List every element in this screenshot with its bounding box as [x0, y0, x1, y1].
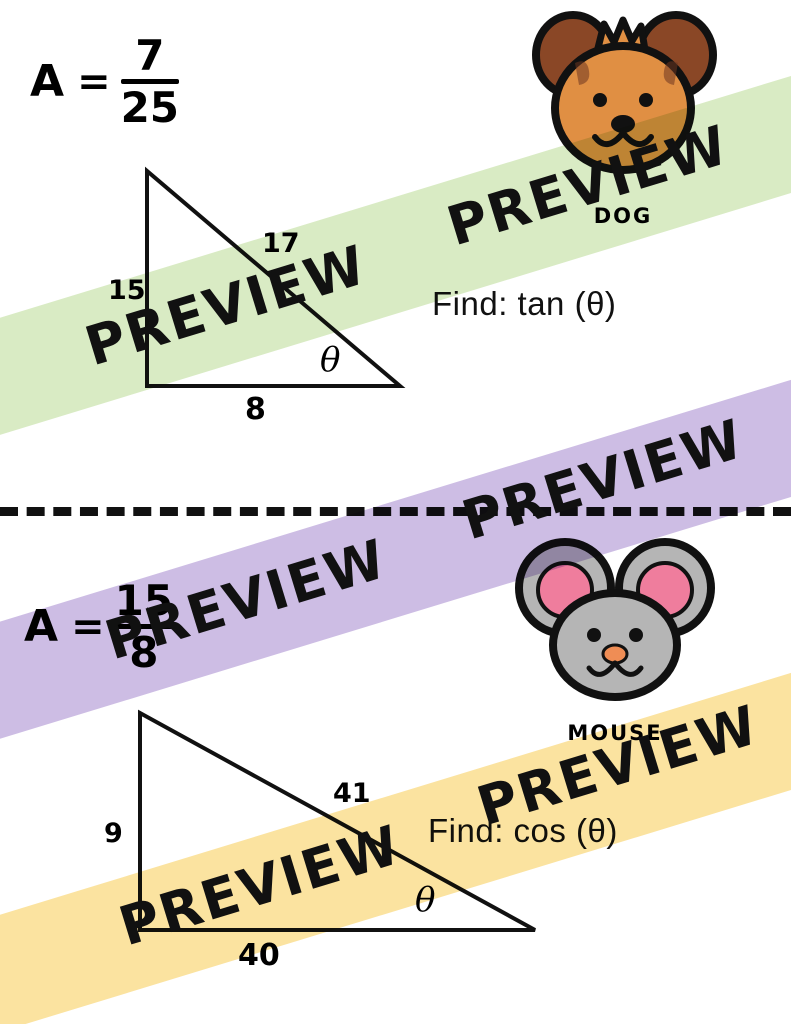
answer-fraction: 7 25 — [120, 31, 180, 132]
triangle-leg-label-dog: 15 — [108, 275, 146, 306]
answer-variable: A — [30, 56, 66, 107]
answer-expression-mouse: A = 15 8 — [24, 576, 174, 677]
animal-label-dog: DOG — [593, 204, 653, 228]
dog-icon — [532, 11, 717, 174]
fraction-numerator: 15 — [114, 576, 174, 625]
prompt-dog: Find: tan (θ) — [432, 285, 616, 323]
triangle-leg-label-mouse: 9 — [104, 818, 123, 849]
answer-expression-dog: A = 7 25 — [30, 31, 180, 132]
triangle-angle-label-dog: θ — [320, 340, 341, 380]
triangle-hypotenuse-label-mouse: 41 — [333, 778, 371, 809]
triangle-base-label-dog: 8 — [245, 392, 266, 427]
equals-sign: = — [71, 604, 105, 650]
right-triangle-dog — [130, 160, 420, 405]
prompt-mouse: Find: cos (θ) — [428, 812, 618, 850]
fraction-numerator: 7 — [135, 31, 165, 80]
animal-card-mouse: MOUSE — [515, 530, 715, 745]
triangle-base-label-mouse: 40 — [238, 938, 280, 973]
triangle-hypotenuse-label-dog: 17 — [262, 228, 300, 259]
mouse-icon — [515, 538, 715, 701]
prompt-text-mouse: Find: cos (θ) — [428, 812, 618, 849]
answer-variable: A — [24, 601, 60, 652]
fraction-denominator: 8 — [129, 628, 159, 677]
answer-fraction: 15 8 — [114, 576, 174, 677]
triangle-angle-label-mouse: θ — [415, 880, 436, 920]
fraction-denominator: 25 — [120, 83, 180, 132]
section-divider — [0, 507, 791, 516]
triangle-svg — [145, 166, 406, 388]
animal-label-mouse: MOUSE — [567, 721, 663, 745]
animal-card-dog: DOG — [528, 8, 718, 228]
prompt-text-dog: Find: tan (θ) — [432, 285, 617, 322]
equals-sign: = — [77, 59, 111, 105]
